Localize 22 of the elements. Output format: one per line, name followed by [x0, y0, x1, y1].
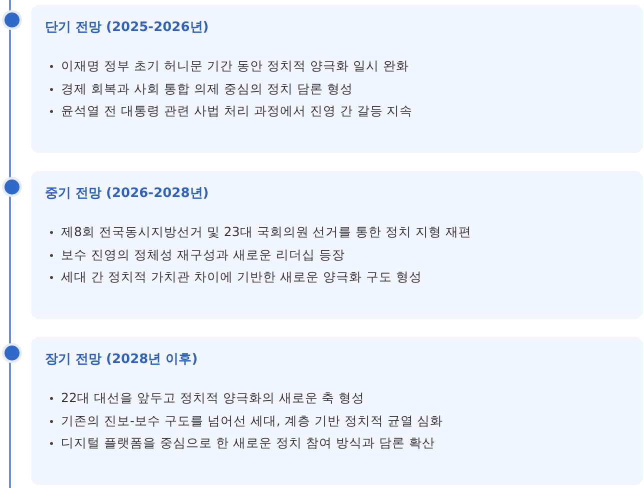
timeline-dot [2, 10, 22, 30]
timeline-card [31, 5, 643, 153]
bullet-item: 윤석열 전 대통령 관련 사법 처리 과정에서 진영 간 갈등 지속 [50, 100, 413, 122]
card-heading: 단기 전망 (2025-2026년) [45, 19, 209, 37]
timeline-card [31, 171, 643, 319]
bullet-item: 경제 회복과 사회 통합 의제 중심의 정치 담론 형성 [50, 78, 413, 100]
card-heading: 장기 전망 (2028년 이후) [45, 351, 198, 369]
timeline-card [31, 337, 643, 485]
timeline-line [9, 362, 11, 488]
bullet-item: 보수 진영의 정체성 재구성과 새로운 리더십 등장 [50, 244, 472, 266]
timeline-dot [2, 343, 22, 363]
timeline-dot [2, 177, 22, 197]
timeline-line [9, 0, 11, 11]
timeline-line [9, 29, 11, 178]
bullet-item: 제8회 전국동시지방선거 및 23대 국회의원 선거를 통한 정치 지형 재편 [50, 221, 472, 244]
bullet-item: 세대 간 정치적 가치관 차이에 기반한 새로운 양극화 구도 형성 [50, 266, 472, 288]
bullet-item: 22대 대선을 앞두고 정치적 양극화의 새로운 축 형성 [50, 387, 444, 410]
timeline-line [9, 196, 11, 344]
bullet-item: 이재명 정부 초기 허니문 기간 동안 정치적 양극화 일시 완화 [50, 55, 413, 78]
bullet-item: 기존의 진보-보수 구도를 넘어선 세대, 계층 기반 정치적 균열 심화 [50, 410, 444, 432]
bullet-item: 디지털 플랫폼을 중심으로 한 새로운 정치 참여 방식과 담론 확산 [50, 432, 444, 454]
card-heading: 중기 전망 (2026-2028년) [45, 185, 209, 203]
